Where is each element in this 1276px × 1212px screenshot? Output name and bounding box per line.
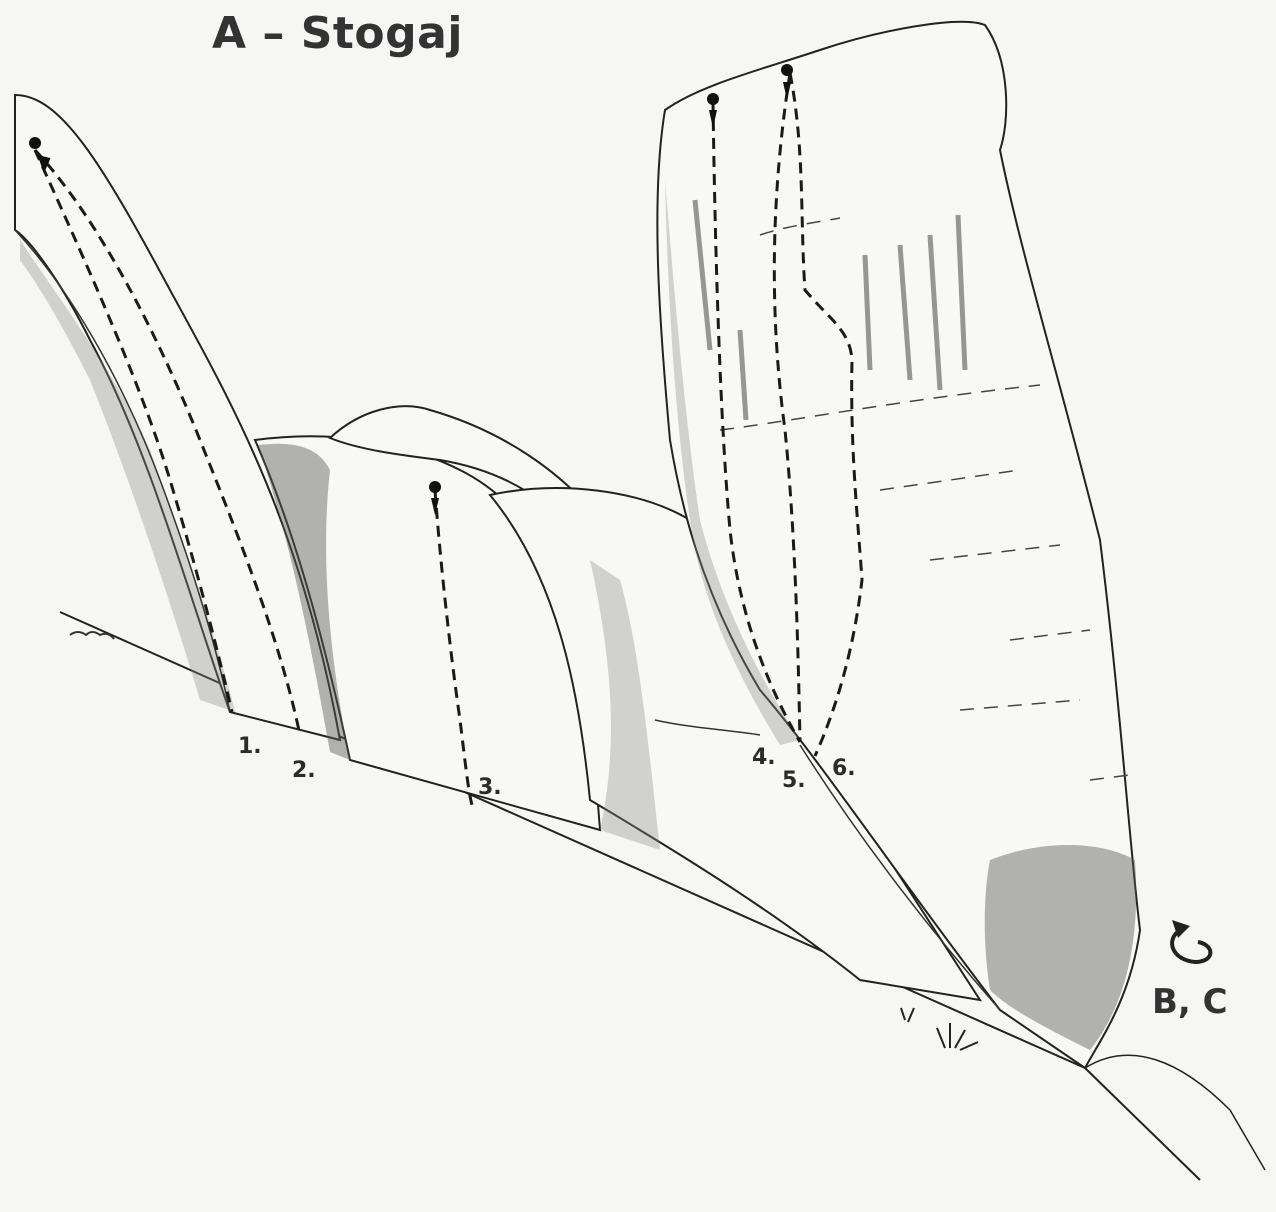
left-slab <box>15 95 340 740</box>
boulders-left <box>70 632 114 639</box>
route-label-5: 5. <box>782 768 806 793</box>
route-label-4: 4. <box>752 745 776 770</box>
grass-tuft <box>937 1023 978 1050</box>
ground-line-lower <box>1085 1055 1265 1170</box>
route-label-2: 2. <box>292 758 316 783</box>
route-label-3: 3. <box>478 775 502 800</box>
route-5-6-anchor <box>781 64 793 76</box>
direction-label: B, C <box>1152 982 1228 1022</box>
route-1-2-anchor <box>29 137 41 149</box>
route-3-anchor <box>429 481 441 493</box>
grass-tuft <box>901 1008 914 1022</box>
pillar-cave <box>985 845 1136 1050</box>
route-label-6: 6. <box>832 756 856 781</box>
route-label-1: 1. <box>238 734 262 759</box>
route-4-anchor <box>707 93 719 105</box>
